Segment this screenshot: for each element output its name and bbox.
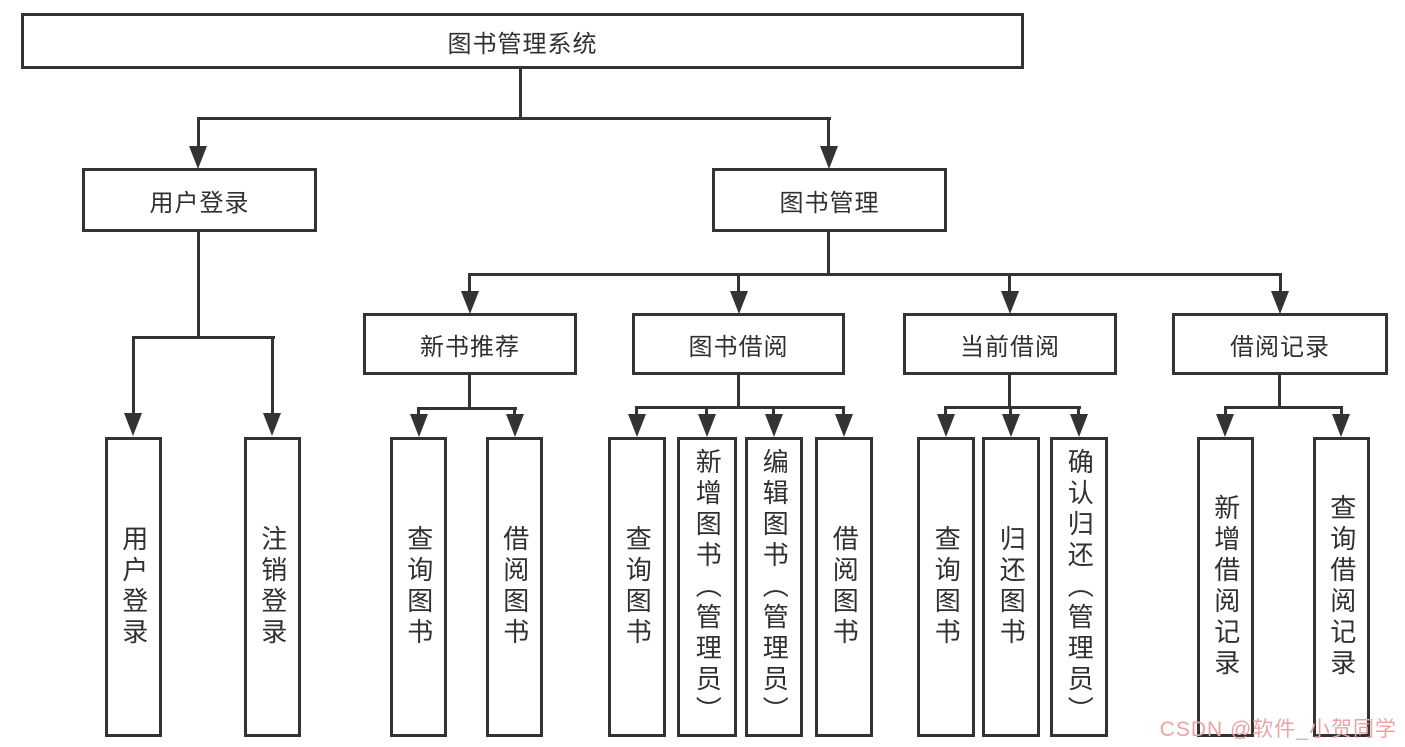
connector-line xyxy=(737,276,740,291)
arrow-down-icon xyxy=(410,414,428,437)
connector-line xyxy=(827,232,830,273)
node-current-borrow: 当前借阅 xyxy=(903,313,1117,375)
leaf-query-books-recommend: 查询图书 xyxy=(390,437,447,737)
node-borrow-records: 借阅记录 xyxy=(1172,313,1388,375)
connector-line xyxy=(635,409,638,415)
node-book-borrow: 图书借阅 xyxy=(632,313,845,375)
leaf-label: 借阅图书 xyxy=(499,525,530,649)
connector-line xyxy=(197,232,200,336)
leaf-label: 查询借阅记录 xyxy=(1326,494,1357,680)
connector-line xyxy=(132,336,275,339)
connector-line xyxy=(1077,409,1080,415)
connector-line xyxy=(132,339,135,413)
connector-line xyxy=(197,120,200,146)
node-new-book-recommend: 新书推荐 xyxy=(363,313,577,375)
arrow-down-icon xyxy=(1070,414,1088,437)
connector-line xyxy=(944,409,947,415)
leaf-label: 查询图书 xyxy=(622,525,653,649)
arrow-down-icon xyxy=(835,414,853,437)
leaf-logout: 注销登录 xyxy=(244,437,301,737)
connector-line xyxy=(737,375,740,406)
connector-line xyxy=(1008,276,1011,291)
node-book-borrow-label: 图书借阅 xyxy=(688,333,789,361)
arrow-down-icon xyxy=(1001,291,1019,314)
leaf-label: 编辑图书（管理员） xyxy=(759,447,790,727)
leaf-query-borrow-record: 查询借阅记录 xyxy=(1313,437,1370,737)
connector-line xyxy=(635,406,845,409)
leaf-edit-books-admin: 编辑图书（管理员） xyxy=(745,437,803,737)
node-root-label: 图书管理系统 xyxy=(447,30,598,58)
connector-line xyxy=(417,410,420,415)
node-root: 图书管理系统 xyxy=(21,13,1024,69)
leaf-label: 归还图书 xyxy=(996,525,1027,649)
arrow-down-icon xyxy=(730,291,748,314)
leaf-return-books: 归还图书 xyxy=(982,437,1040,737)
leaf-borrow-books: 借阅图书 xyxy=(815,437,873,737)
connector-line xyxy=(513,410,516,415)
arrow-down-icon xyxy=(461,291,479,314)
arrow-down-icon xyxy=(124,413,142,436)
node-book-management: 图书管理 xyxy=(712,168,947,232)
connector-line xyxy=(1279,276,1282,291)
connector-line xyxy=(944,406,1081,409)
leaf-add-borrow-record: 新增借阅记录 xyxy=(1197,437,1254,737)
connector-line xyxy=(1009,409,1012,415)
connector-line xyxy=(827,120,830,146)
leaf-confirm-return-admin: 确认归还（管理员） xyxy=(1050,437,1108,737)
leaf-label: 注销登录 xyxy=(257,525,288,649)
arrow-down-icon xyxy=(1216,414,1234,437)
node-current-borrow-label: 当前借阅 xyxy=(960,333,1060,361)
leaf-query-books-current: 查询图书 xyxy=(917,437,975,737)
leaf-label: 新增借阅记录 xyxy=(1210,494,1241,680)
leaf-query-books-borrow: 查询图书 xyxy=(608,437,666,737)
connector-line xyxy=(271,339,274,413)
connector-line xyxy=(1340,409,1343,415)
connector-line xyxy=(417,407,517,410)
node-book-management-label: 图书管理 xyxy=(779,189,880,217)
leaf-add-books-admin: 新增图书（管理员） xyxy=(677,437,737,737)
arrow-down-icon xyxy=(820,146,838,169)
leaf-label: 借阅图书 xyxy=(829,525,860,649)
arrow-down-icon xyxy=(628,414,646,437)
connector-line xyxy=(705,409,708,415)
connector-line xyxy=(1224,406,1343,409)
arrow-down-icon xyxy=(1271,291,1289,314)
arrow-down-icon xyxy=(937,414,955,437)
connector-line xyxy=(772,409,775,415)
connector-line xyxy=(468,276,471,291)
connector-line xyxy=(468,375,471,407)
arrow-down-icon xyxy=(263,413,281,436)
connector-line xyxy=(197,117,831,120)
connector-line xyxy=(842,409,845,415)
connector-line xyxy=(1008,375,1011,406)
connector-line xyxy=(1224,409,1227,415)
arrow-down-icon xyxy=(765,414,783,437)
arrow-down-icon xyxy=(1002,414,1020,437)
leaf-borrow-books-recommend: 借阅图书 xyxy=(486,437,543,737)
csdn-watermark: CSDN @软件_小贺同学 xyxy=(1159,718,1397,741)
leaf-label: 查询图书 xyxy=(931,525,962,649)
leaf-label: 确认归还（管理员） xyxy=(1064,447,1095,727)
node-borrow-records-label: 借阅记录 xyxy=(1230,333,1330,361)
leaf-label: 用户登录 xyxy=(118,525,149,649)
arrow-down-icon xyxy=(506,414,524,437)
leaf-label: 查询图书 xyxy=(403,525,434,649)
connector-line xyxy=(468,273,1282,276)
arrow-down-icon xyxy=(698,414,716,437)
leaf-user-login: 用户登录 xyxy=(105,437,162,737)
arrow-down-icon xyxy=(189,146,207,169)
node-user-login-label: 用户登录 xyxy=(149,189,250,217)
node-user-login: 用户登录 xyxy=(82,168,317,232)
arrow-down-icon xyxy=(1332,414,1350,437)
connector-line xyxy=(1278,375,1281,406)
node-new-book-recommend-label: 新书推荐 xyxy=(420,333,520,361)
leaf-label: 新增图书（管理员） xyxy=(692,447,723,727)
connector-line xyxy=(519,69,522,117)
